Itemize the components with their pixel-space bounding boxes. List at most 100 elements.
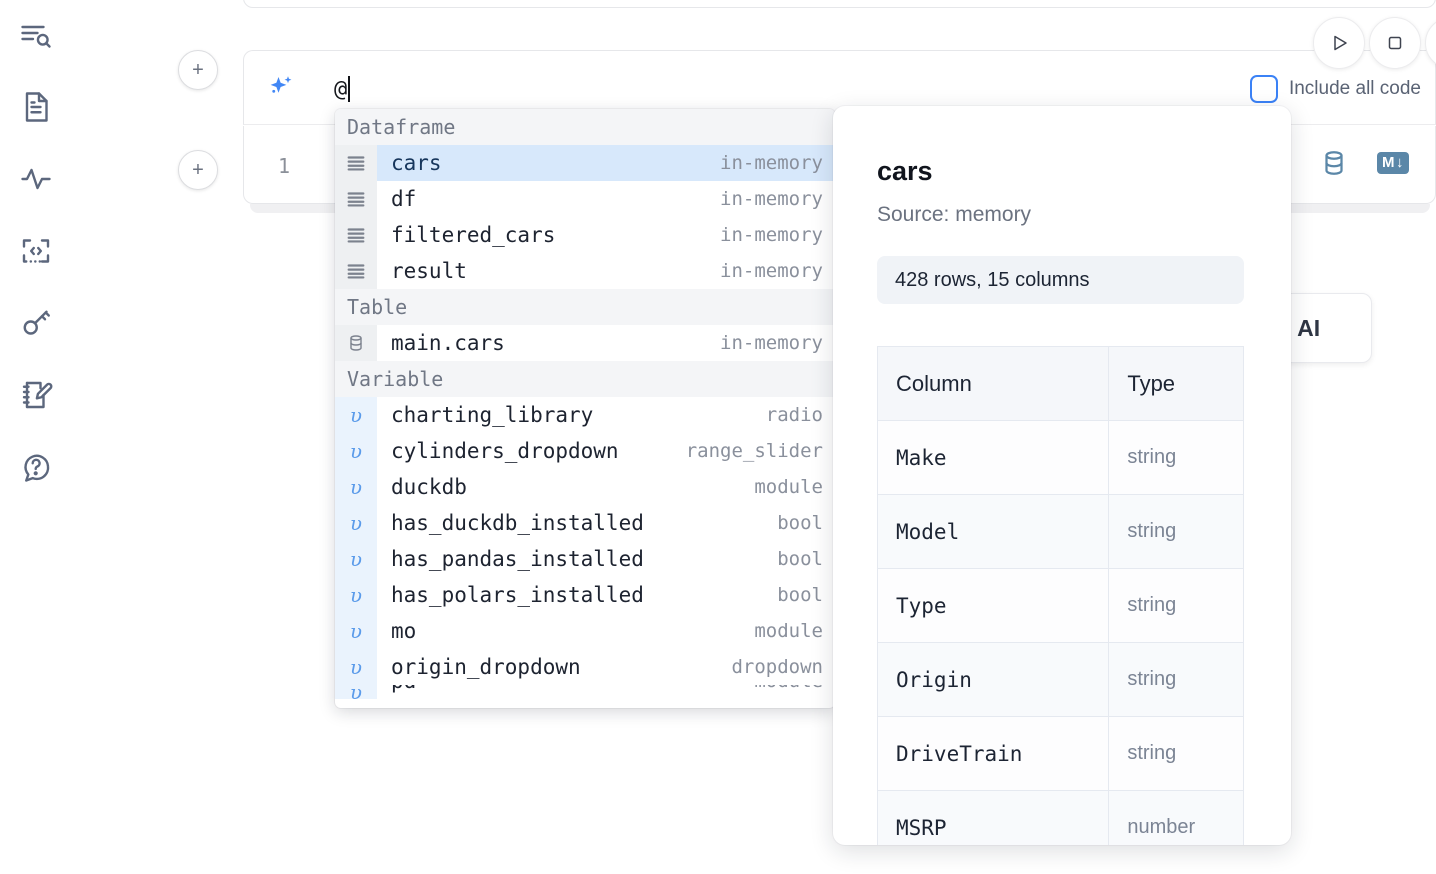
autocomplete-item-name: charting_library [391,403,594,427]
autocomplete-item-kind: module [754,620,823,642]
detail-title: cars [877,156,933,186]
include-all-code-box[interactable] [1249,74,1278,103]
autocomplete-item-name: duckdb [391,475,467,499]
autocomplete-item-name: cars [391,151,442,175]
autocomplete-item[interactable]: cars in-memory [335,145,835,181]
autocomplete-item-name: result [391,259,467,283]
autocomplete-item-kind: bool [777,512,823,534]
include-all-code-checkbox[interactable]: Include all code [1249,74,1421,103]
dataframe-icon [335,217,377,253]
autocomplete-section-header: Dataframe [335,109,835,145]
schema-column-name: DriveTrain [876,716,1110,791]
autocomplete-section-header: Variable [335,361,835,397]
autocomplete-item[interactable]: main.cars in-memory [335,325,835,361]
autocomplete-item-name: has_pandas_installed [391,547,644,571]
autocomplete-item-name: has_duckdb_installed [391,511,644,535]
stop-cell-button[interactable] [1369,17,1421,69]
add-cell-below-label: + [192,159,204,181]
autocomplete-item-name: pd [377,685,754,693]
schema-column-type: number [1108,790,1244,845]
variable-detail-popover: cars Source: memory 428 rows, 15 columns… [833,106,1291,845]
dataframe-icon [335,145,377,181]
autocomplete-item-name: df [391,187,417,211]
ai-suggestion-chip[interactable]: H AI [1280,293,1372,363]
autocomplete-item-kind: in-memory [720,224,823,246]
activity-pulse-icon[interactable] [14,157,58,201]
autocomplete-item[interactable]: result in-memory [335,253,835,289]
detail-source-value: memory [955,203,1032,226]
include-all-code-label: Include all code [1288,77,1421,99]
cell-toolbar: M↓ [1319,148,1409,178]
table-database-icon [335,325,377,361]
explorer-search-icon[interactable] [14,14,58,58]
schema-column-type: string [1108,568,1244,643]
variable-icon: υ [335,613,377,649]
autocomplete-item-kind: in-memory [720,260,823,282]
add-cell-above-button[interactable]: + [178,50,218,90]
add-cell-above-label: + [192,59,204,81]
previous-cell-edge [243,0,1436,8]
schema-column-name: MSRP [876,790,1110,845]
autocomplete-item[interactable]: υ has_duckdb_installed bool [335,505,835,541]
dataframe-icon [335,181,377,217]
markdown-badge-letter: M [1382,154,1395,171]
variable-icon: υ [335,469,377,505]
autocomplete-item[interactable]: df in-memory [335,181,835,217]
schema-column-type: string [1108,494,1244,569]
autocomplete-section-header: Table [335,289,835,325]
dataframe-icon [335,253,377,289]
run-cell-button[interactable] [1313,17,1365,69]
autocomplete-item-kind: in-memory [720,332,823,354]
add-cell-below-button[interactable]: + [178,150,218,190]
autocomplete-item[interactable]: filtered_cars in-memory [335,217,835,253]
autocomplete-item-name: filtered_cars [391,223,556,247]
help-question-icon[interactable] [14,445,58,489]
autocomplete-item-kind: module [754,685,835,692]
variable-icon: υ [335,397,377,433]
secrets-key-icon[interactable] [14,301,58,345]
left-icon-rail [0,0,72,874]
variable-icon: υ [335,433,377,469]
autocomplete-item-kind: range_slider [685,440,823,462]
detail-source: Source: memory [877,203,1031,227]
markdown-badge: M↓ [1377,152,1409,174]
autocomplete-item-kind: in-memory [720,152,823,174]
autocomplete-item-name: has_polars_installed [391,583,644,607]
file-document-icon[interactable] [14,85,58,129]
ai-prompt-right-controls: Include all code [1249,51,1421,126]
autocomplete-item-name: main.cars [391,331,505,355]
text-caret [348,76,351,102]
code-snippets-icon[interactable] [14,229,58,273]
markdown-icon[interactable]: M↓ [1377,152,1409,174]
ai-prompt-input[interactable]: @ [334,71,1204,107]
autocomplete-item[interactable]: υpdmodule [335,685,835,699]
autocomplete-item-kind: bool [777,584,823,606]
schema-column-name: Model [876,494,1110,569]
database-icon[interactable] [1319,148,1349,178]
detail-source-label: Source: [877,203,950,226]
line-number: 1 [277,154,290,178]
autocomplete-item-name: origin_dropdown [391,655,581,679]
autocomplete-item-kind: in-memory [720,188,823,210]
autocomplete-item-name: mo [391,619,417,643]
schema-column-name: Make [876,420,1110,495]
column-header-column: Column [876,346,1110,421]
variable-icon: υ [335,505,377,541]
notebook-edit-icon[interactable] [14,373,58,417]
column-header-type: Type [1108,346,1244,421]
